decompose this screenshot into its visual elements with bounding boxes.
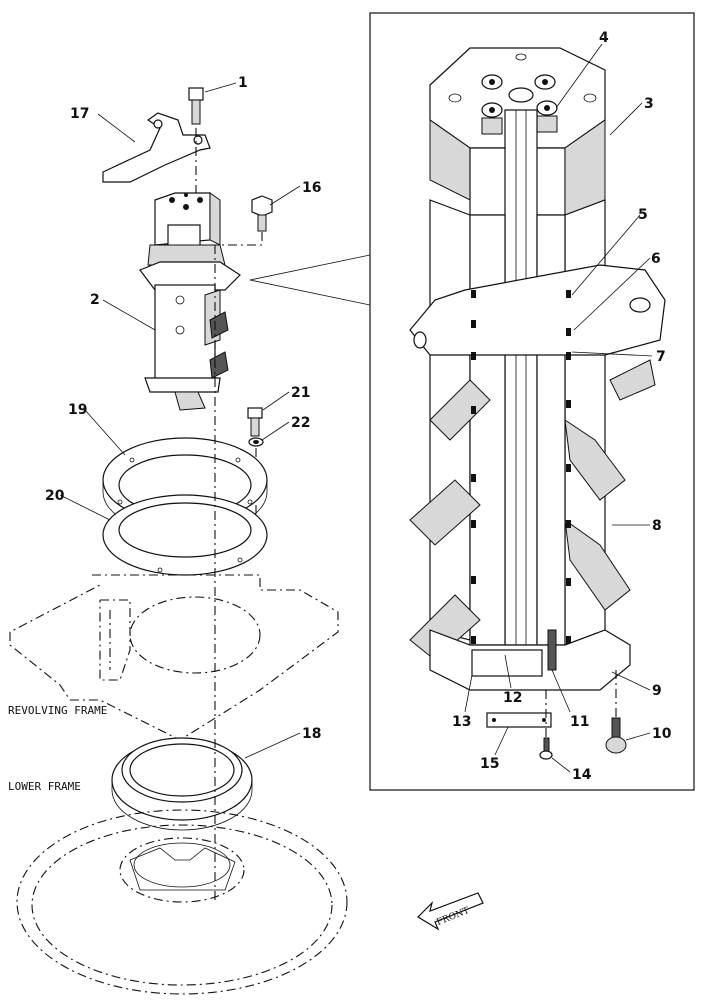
plate-15 [486, 712, 552, 728]
callout-8: 8 [652, 518, 662, 534]
screw-14 [539, 737, 553, 760]
lower-frame-outline [16, 809, 348, 995]
swivel-joint-2 [139, 192, 241, 411]
callout-4: 4 [599, 30, 609, 46]
callout-17: 17 [70, 106, 89, 122]
detail-leader [249, 254, 371, 281]
gasket-20 [102, 494, 268, 576]
screw-10 [605, 717, 627, 754]
callout-20: 20 [45, 488, 65, 504]
bolt-21 [247, 407, 263, 437]
callout-9: 9 [652, 683, 662, 699]
callout-11: 11 [570, 714, 589, 730]
callout-10: 10 [652, 726, 672, 742]
callout-19: 19 [68, 402, 87, 418]
lower-frame-label: LOWER FRAME [8, 780, 81, 793]
callout-18: 18 [302, 726, 321, 742]
leader-lines [59, 43, 653, 773]
callout-12: 12 [503, 690, 522, 706]
joint-body-detail [409, 47, 666, 760]
callout-13: 13 [452, 714, 471, 730]
detail-frame [369, 12, 695, 791]
callout-15: 15 [480, 756, 499, 772]
callout-6: 6 [651, 251, 661, 267]
callout-2: 2 [90, 292, 100, 308]
callout-5: 5 [638, 207, 648, 223]
callout-16: 16 [302, 180, 321, 196]
front-arrow-icon: FRONT [417, 892, 484, 931]
bearing-ring-18 [111, 737, 253, 831]
callout-3: 3 [644, 96, 654, 112]
callout-22: 22 [291, 415, 310, 431]
revolving-frame-label: REVOLVING FRAME [8, 704, 107, 717]
callout-21: 21 [291, 385, 310, 401]
callout-1: 1 [238, 75, 248, 91]
callout-numbers: 1 17 16 2 21 22 19 20 18 4 3 5 6 7 8 9 1… [45, 30, 672, 783]
revolving-frame-outline [9, 574, 339, 741]
bolt-1 [188, 87, 204, 125]
callout-14: 14 [572, 767, 592, 783]
washer-22 [248, 437, 264, 447]
bolt-16 [251, 195, 273, 232]
callout-7: 7 [656, 349, 666, 365]
